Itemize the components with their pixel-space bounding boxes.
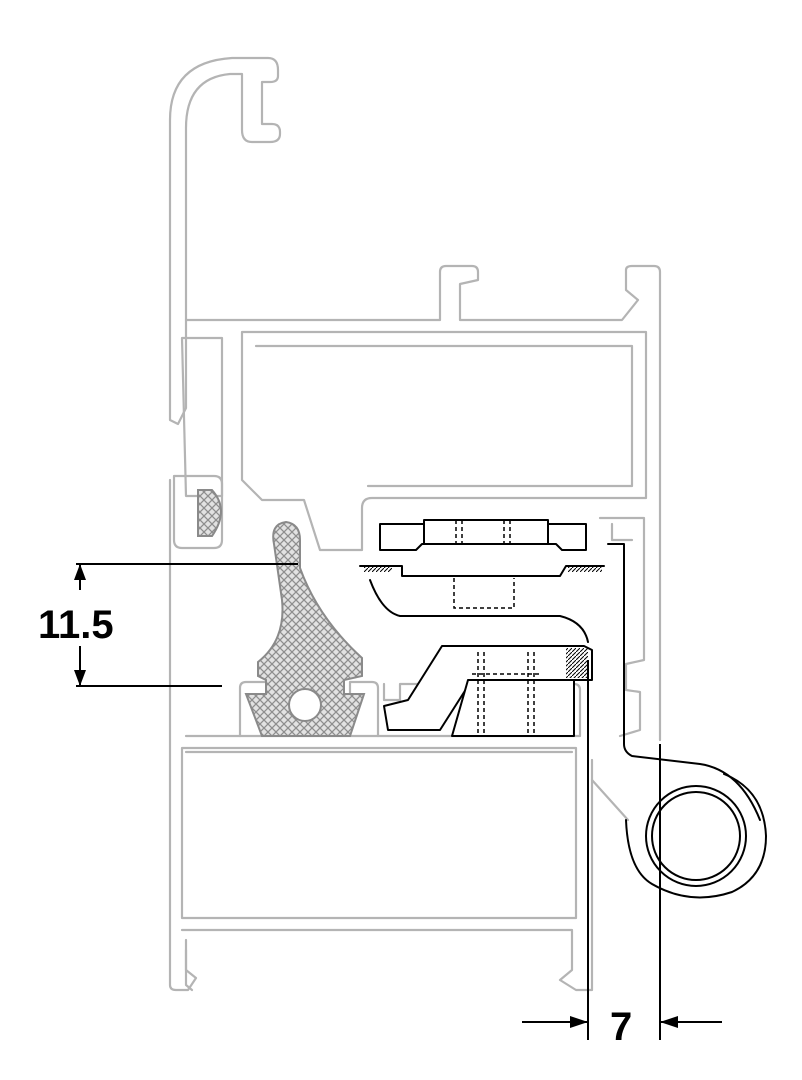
side-clip <box>172 474 224 550</box>
right-bracket <box>607 543 761 821</box>
left-upper-leg <box>180 336 224 498</box>
tube-body <box>625 773 767 899</box>
gasket <box>197 489 366 737</box>
lower-hatch <box>566 648 588 678</box>
connecting-arm <box>369 579 589 643</box>
upper-screw-hidden <box>453 578 515 609</box>
vertical-dimension: 11.5 <box>38 563 298 687</box>
top-hook <box>168 56 282 426</box>
right-tower-inner <box>610 522 634 542</box>
upper-flange <box>184 264 662 742</box>
gasket-body <box>244 520 366 737</box>
arrow-up <box>74 564 86 580</box>
vertical-dimension-label: 11.5 <box>38 603 114 647</box>
bottom-rail <box>180 758 594 992</box>
arrow-down <box>74 670 86 686</box>
lower-block <box>451 679 575 737</box>
arrow-right <box>570 1016 588 1028</box>
small-gasket <box>197 489 222 537</box>
central-box <box>240 330 648 552</box>
upper-rail <box>359 565 605 577</box>
lower-box <box>180 746 578 920</box>
tube <box>625 773 767 899</box>
middle-rail <box>184 682 582 738</box>
left-leg <box>168 478 198 992</box>
bottom-rail-left <box>184 938 194 992</box>
upper-block <box>423 519 549 545</box>
arrow-left <box>660 1016 678 1028</box>
upper-rail-hatch-right <box>568 566 602 572</box>
frame-profile <box>168 56 662 992</box>
horizontal-dimension-label: 7 <box>610 1005 632 1049</box>
gasket-hole <box>288 688 322 722</box>
upper-rail-hatch-left <box>364 566 392 572</box>
tube-outer <box>645 785 747 887</box>
horizontal-dimension: 7 <box>522 660 722 1049</box>
tube-inner <box>651 791 741 881</box>
central-box-inner <box>254 344 634 488</box>
tube-arm <box>590 778 630 822</box>
lower-carriage <box>383 645 593 737</box>
right-tower <box>598 516 646 738</box>
upper-carriage <box>359 519 761 821</box>
